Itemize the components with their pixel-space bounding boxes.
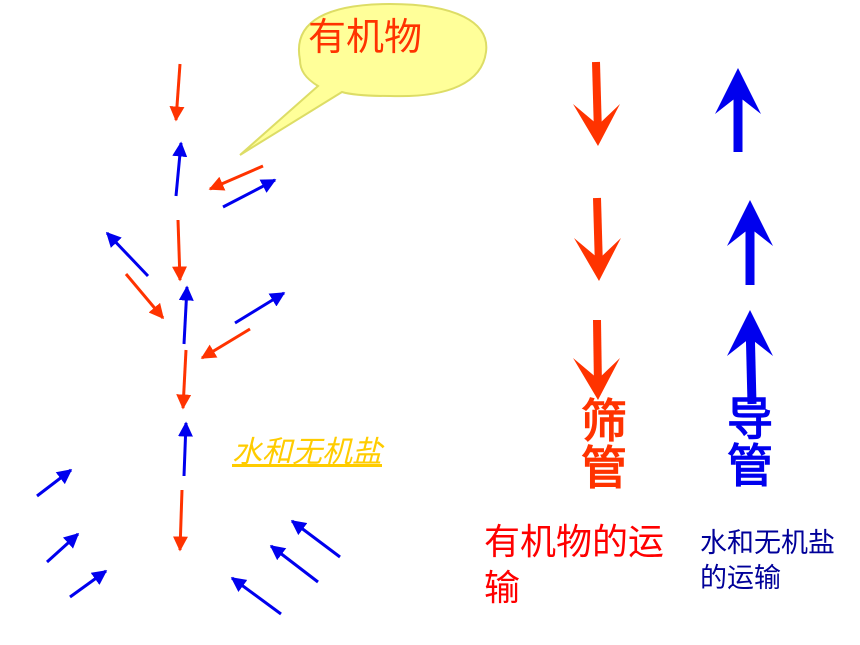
- root-water-arrow-5: [269, 544, 319, 584]
- speech-bubble: [239, 2, 488, 156]
- root-water-arrow-3: [69, 569, 108, 599]
- stem-organic-arrow-4: [172, 489, 188, 552]
- water-minerals-label: 水和无机盐: [232, 435, 382, 470]
- stem-water-arrow-1: [172, 141, 188, 197]
- sieve-tube-arrows: [573, 61, 621, 400]
- vessel-title: 导管: [727, 392, 773, 493]
- upper-right-organic-arrow: [208, 164, 264, 191]
- left-water-arrow: [105, 231, 150, 278]
- stem-water-arrow-3: [177, 421, 193, 477]
- sieve-arrow-2-head: [574, 238, 621, 281]
- sieve-arrow-1: [592, 61, 602, 135]
- stem-arrows: [169, 63, 194, 552]
- sieve-tube-title: 筛管: [581, 394, 627, 495]
- vessel-arrow-1-head: [715, 68, 761, 114]
- branch-arrows: [105, 164, 286, 360]
- upper-right-water-arrow: [222, 178, 277, 209]
- mid-right-organic-arrow: [200, 327, 251, 360]
- bubble-label: 有机物: [308, 15, 423, 59]
- sieve-tube-description: 有机物的运输: [484, 522, 665, 610]
- root-water-arrow-4: [290, 519, 341, 559]
- root-arrows: [36, 468, 341, 616]
- sieve-arrow-1-head: [573, 104, 620, 146]
- left-organic-arrow: [124, 273, 165, 320]
- stem-organic-arrow-2: [172, 219, 188, 282]
- vessel-description: 水和无机盐的运输: [700, 528, 835, 595]
- vessel-arrow-2-head: [727, 200, 773, 246]
- sieve-arrow-2: [593, 197, 603, 269]
- mid-right-water-arrow: [234, 291, 286, 325]
- sieve-arrow-3-head: [573, 358, 620, 400]
- sieve-arrow-3: [593, 319, 602, 389]
- stem-organic-arrow-1: [169, 63, 185, 122]
- root-water-arrow-2: [45, 532, 80, 564]
- stem-water-arrow-2: [178, 285, 194, 345]
- stem-organic-arrow-3: [176, 349, 192, 410]
- root-water-arrow-1: [36, 468, 73, 498]
- root-water-arrow-6: [230, 576, 282, 616]
- vessel-arrows: [715, 68, 773, 405]
- vessel-arrow-3-head: [727, 310, 773, 356]
